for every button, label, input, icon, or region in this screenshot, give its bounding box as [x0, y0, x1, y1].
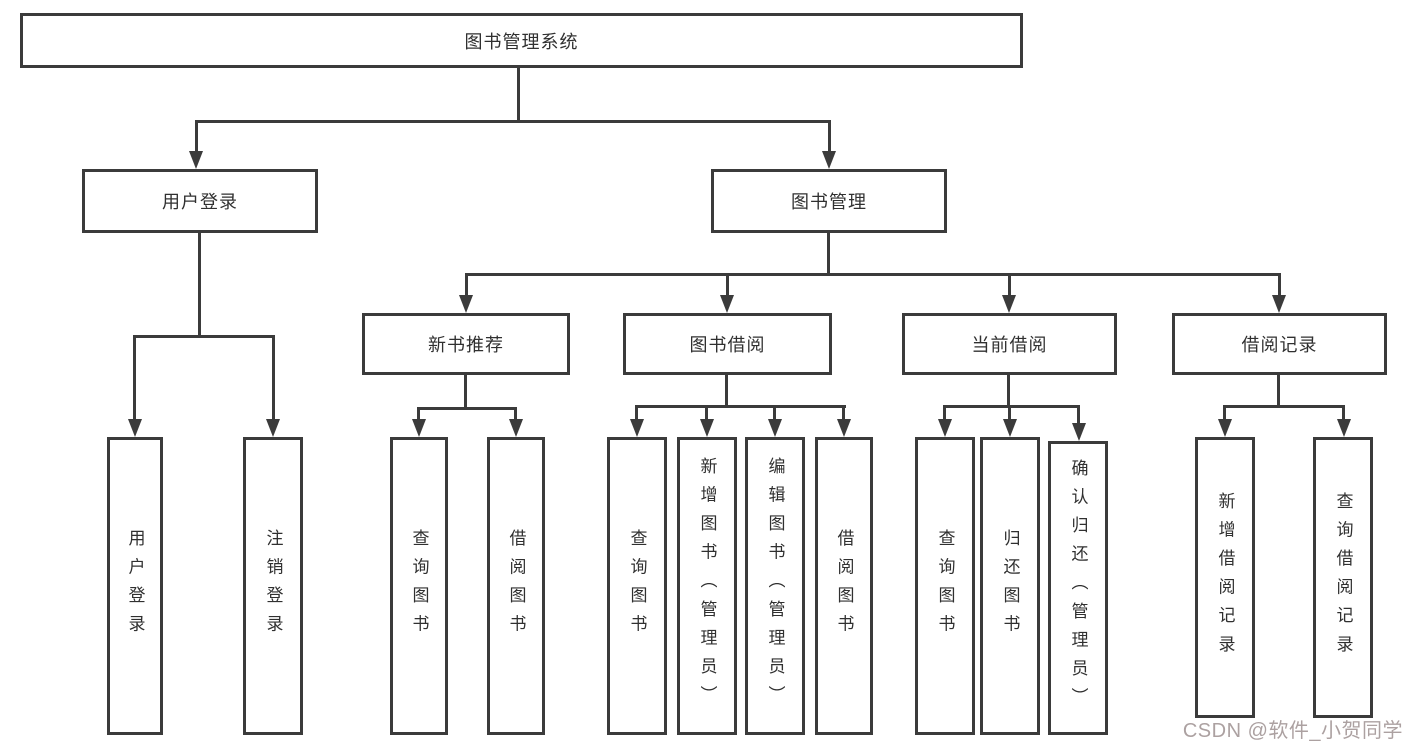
leaf-query-books-current: 查询图书 — [915, 437, 975, 735]
node-book-management: 图书管理 — [711, 169, 947, 233]
leaf-borrow-books-recommend: 借阅图书 — [487, 437, 545, 735]
connector-root-stem — [517, 68, 520, 123]
node-borrow-records: 借阅记录 — [1172, 313, 1387, 375]
connector-drop — [828, 120, 831, 154]
down-arrowhead-icon — [189, 151, 203, 169]
connector-drop — [705, 405, 708, 423]
down-arrowhead-icon — [1002, 295, 1016, 313]
leaf-return-books: 归还图书 — [980, 437, 1040, 735]
connector-borrow-records-stem — [1277, 375, 1280, 408]
down-arrowhead-icon — [266, 419, 280, 437]
down-arrowhead-icon — [1003, 419, 1017, 437]
down-arrowhead-icon — [700, 419, 714, 437]
connector-new-book-stem — [464, 375, 467, 410]
connector-drop — [133, 335, 136, 421]
connector-book-mgmt-stem — [827, 233, 830, 276]
node-current-borrow: 当前借阅 — [902, 313, 1117, 375]
connector-drop — [1278, 273, 1281, 297]
csdn-watermark: CSDN @软件_小贺同学 — [1182, 720, 1403, 742]
down-arrowhead-icon — [1218, 419, 1232, 437]
leaf-confirm-return-admin: 确认归还（管理员） — [1048, 441, 1108, 735]
connector-drop — [272, 335, 275, 421]
connector-drop — [1223, 405, 1226, 423]
connector-user-login-stem — [198, 233, 201, 338]
connector-current-borrow-hline — [943, 405, 1080, 408]
connector-drop — [465, 273, 468, 297]
down-arrowhead-icon — [630, 419, 644, 437]
leaf-add-borrow-record: 新增借阅记录 — [1195, 437, 1255, 718]
leaf-query-books-recommend: 查询图书 — [390, 437, 448, 735]
connector-drop — [514, 407, 517, 423]
leaf-query-borrow-record: 查询借阅记录 — [1313, 437, 1373, 718]
down-arrowhead-icon — [412, 419, 426, 437]
down-arrowhead-icon — [1272, 295, 1286, 313]
down-arrowhead-icon — [938, 419, 952, 437]
leaf-edit-books-admin: 编辑图书（管理员） — [745, 437, 805, 735]
down-arrowhead-icon — [128, 419, 142, 437]
down-arrowhead-icon — [768, 419, 782, 437]
connector-current-borrow-stem — [1007, 375, 1010, 408]
connector-drop — [1342, 405, 1345, 423]
connector-drop — [1008, 273, 1011, 297]
down-arrowhead-icon — [837, 419, 851, 437]
leaf-logout: 注销登录 — [243, 437, 303, 735]
connector-drop — [726, 273, 729, 297]
connector-user-login-hline — [133, 335, 275, 338]
connector-drop — [635, 405, 638, 423]
connector-level2-hline — [195, 120, 831, 123]
node-new-book-recommend: 新书推荐 — [362, 313, 570, 375]
node-user-login: 用户登录 — [82, 169, 318, 233]
leaf-borrow-books: 借阅图书 — [815, 437, 873, 735]
down-arrowhead-icon — [720, 295, 734, 313]
connector-book-borrow-hline — [635, 405, 846, 408]
leaf-add-books-admin: 新增图书（管理员） — [677, 437, 737, 735]
node-book-borrow: 图书借阅 — [623, 313, 832, 375]
connector-borrow-records-hline — [1223, 405, 1345, 408]
down-arrowhead-icon — [1337, 419, 1351, 437]
connector-drop — [773, 405, 776, 423]
leaf-query-books-borrow: 查询图书 — [607, 437, 667, 735]
connector-drop — [943, 405, 946, 423]
connector-drop — [195, 120, 198, 154]
down-arrowhead-icon — [459, 295, 473, 313]
connector-drop — [1008, 405, 1011, 423]
connector-level3-hline — [465, 273, 1281, 276]
down-arrowhead-icon — [1072, 423, 1086, 441]
connector-new-book-hline — [417, 407, 517, 410]
node-library-system: 图书管理系统 — [20, 13, 1023, 68]
connector-drop — [1077, 405, 1080, 425]
down-arrowhead-icon — [822, 151, 836, 169]
leaf-user-login: 用户登录 — [107, 437, 163, 735]
connector-drop — [417, 407, 420, 423]
down-arrowhead-icon — [509, 419, 523, 437]
connector-book-borrow-stem — [725, 375, 728, 408]
connector-drop — [842, 405, 845, 423]
